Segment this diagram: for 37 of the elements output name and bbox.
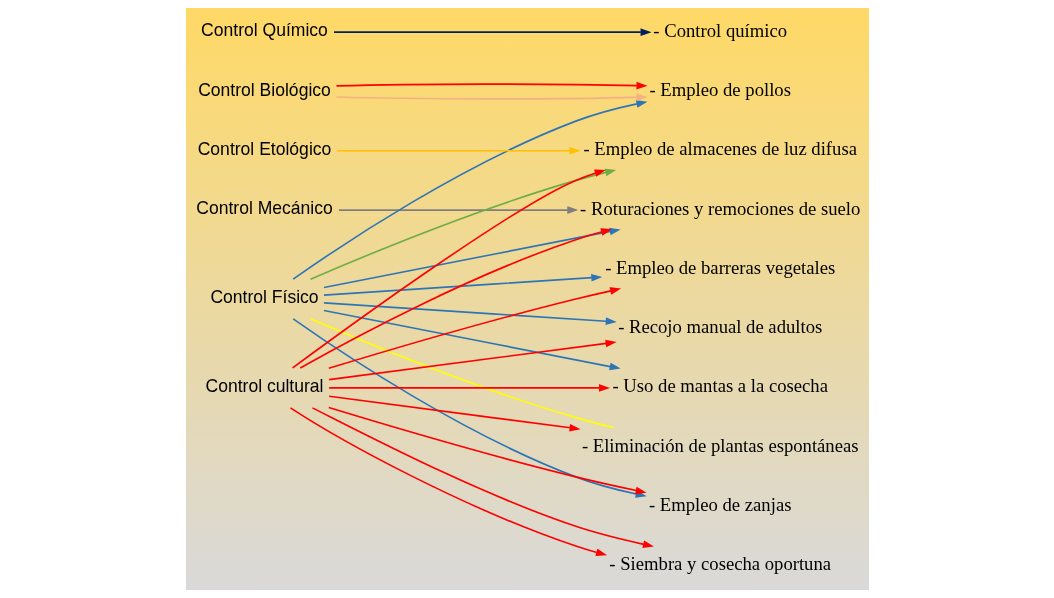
node-text: - Control químico bbox=[652, 19, 787, 41]
node-text: - Empleo de zanjas bbox=[648, 494, 791, 516]
arrow bbox=[311, 407, 654, 548]
arrow bbox=[289, 407, 607, 557]
node-text: Control Químico bbox=[200, 20, 328, 41]
arrow bbox=[322, 302, 617, 326]
arrow bbox=[327, 406, 647, 495]
node-text: - Empleo de barreras vegetales bbox=[604, 256, 835, 278]
node-text: - Siembra y cosecha oportuna bbox=[608, 553, 831, 575]
arrow bbox=[327, 384, 610, 392]
node-text: - Uso de mantas a la cosecha bbox=[611, 375, 828, 397]
arrow bbox=[309, 168, 616, 280]
arrow bbox=[337, 206, 578, 214]
arrow bbox=[327, 395, 581, 432]
arrow bbox=[336, 146, 581, 155]
arrow bbox=[291, 100, 647, 280]
arrow bbox=[327, 339, 617, 381]
arrow bbox=[335, 93, 647, 102]
node-text: Control Biológico bbox=[197, 79, 331, 100]
node-text: Control cultural bbox=[205, 376, 324, 397]
node-text: Control Etológico bbox=[197, 138, 331, 159]
node-text: - Empleo de pollos bbox=[648, 78, 791, 100]
node-text: - Recojo manual de adultos bbox=[617, 316, 822, 338]
arrow bbox=[332, 28, 652, 37]
node-text: - Empleo de almacenes de luz difusa bbox=[582, 138, 857, 160]
node-text: Control Mecánico bbox=[195, 198, 333, 219]
arrow bbox=[335, 81, 647, 90]
connector bbox=[309, 318, 615, 429]
arrow bbox=[291, 169, 606, 369]
arrow bbox=[322, 273, 602, 296]
arrow bbox=[298, 228, 612, 369]
node-text: - Roturaciones y remociones de suelo bbox=[579, 197, 860, 219]
arrow bbox=[322, 227, 621, 289]
arrow bbox=[327, 287, 621, 370]
node-text: Control Físico bbox=[209, 287, 319, 308]
arrow bbox=[322, 309, 621, 371]
node-text: - Eliminación de plantas espontáneas bbox=[581, 434, 859, 456]
